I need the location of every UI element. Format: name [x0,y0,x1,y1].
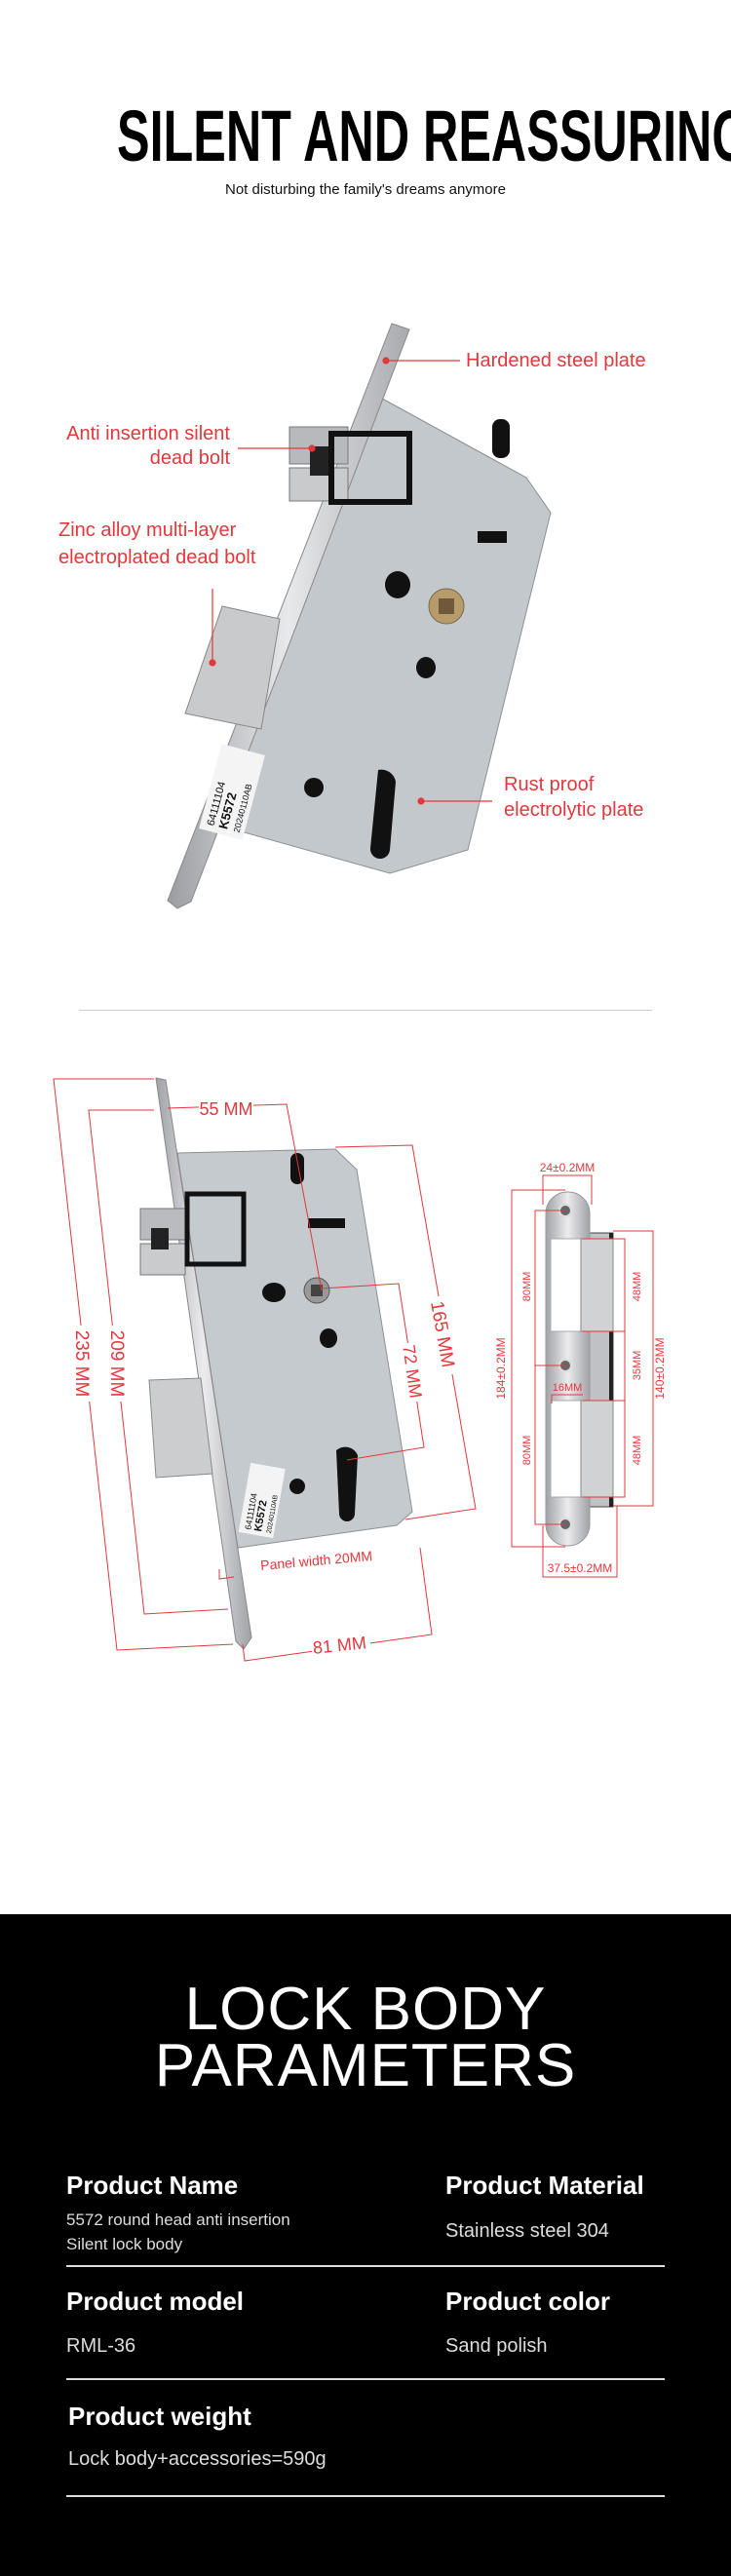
strike-box-length: 140±0.2MM [653,1337,667,1399]
callout-anti-insertion-line1: Anti insertion silent [66,423,230,444]
cylinder-hole [369,769,396,860]
strike-top-width: 24±0.2MM [540,1161,596,1174]
section-divider [79,1010,652,1011]
strike-middle: 35MM [632,1351,643,1381]
callout-zinc-line1: Zinc alloy multi-layer [58,519,237,541]
dim-panel-width: Panel width 20MM [260,1548,373,1573]
dead-bolt [148,1377,213,1479]
param-divider [66,2265,665,2267]
callout-hardened-steel-plate: Hardened steel plate [466,350,646,371]
page-title: SILENT AND REASSURING [117,96,731,176]
param-value-material: Stainless steel 304 [445,2220,609,2242]
dim-total-height: 235 MM [71,1330,92,1398]
page-subtitle: Not disturbing the family's dreams anymo… [225,181,506,198]
lock-body-illustration: 64111104 K5572 20240110AB [167,323,552,909]
param-value-name-line1: 5572 round head anti insertion [66,2211,290,2229]
parameters-title-line2: PARAMETERS [154,2032,577,2099]
callout-anti-insertion-line2: dead bolt [149,447,230,469]
parameters-title-line1: LOCK BODY [184,1976,547,2043]
strike-plate [545,1191,614,1547]
param-label-name: Product Name [66,2171,239,2200]
param-divider [66,2378,665,2380]
param-value-weight: Lock body+accessories=590g [68,2448,327,2470]
dimension-drawing: 64111104 K5572 20240110AB 55 MM 235 MM 2… [53,1077,667,1662]
strike-window-upper: 48MM [632,1272,643,1302]
strike-total-width: 37.5±0.2MM [548,1561,613,1575]
dim-line-panel [218,1569,235,1580]
strike-hole-spacing-upper: 80MM [521,1272,533,1302]
dim-screw-spacing: 209 MM [106,1330,127,1398]
param-value-name-line2: Silent lock body [66,2235,183,2253]
sticker-model: K5572 [252,1499,269,1532]
param-label-color: Product color [445,2287,611,2316]
cylinder-hole [336,1446,358,1521]
param-label-weight: Product weight [68,2402,251,2431]
strike-window-width: 16MM [553,1382,583,1394]
strike-window-lower: 48MM [632,1436,643,1466]
parameters-section [0,1914,731,2576]
param-value-model: RML-36 [66,2335,136,2357]
param-value-color: Sand polish [445,2335,548,2357]
param-divider [66,2495,665,2497]
param-label-model: Product model [66,2287,245,2316]
model-sticker: 64111104 K5572 20240110AB [199,744,265,840]
callout-zinc-line2: electroplated dead bolt [58,547,256,568]
param-label-material: Product Material [445,2171,644,2200]
strike-total-length: 184±0.2MM [494,1337,508,1399]
strike-hole-spacing-lower: 80MM [521,1436,533,1466]
callout-rust-line2: electrolytic plate [504,799,644,821]
callout-rust-line1: Rust proof [504,774,595,795]
dead-bolt [184,605,281,730]
dim-backset: 55 MM [199,1099,252,1119]
